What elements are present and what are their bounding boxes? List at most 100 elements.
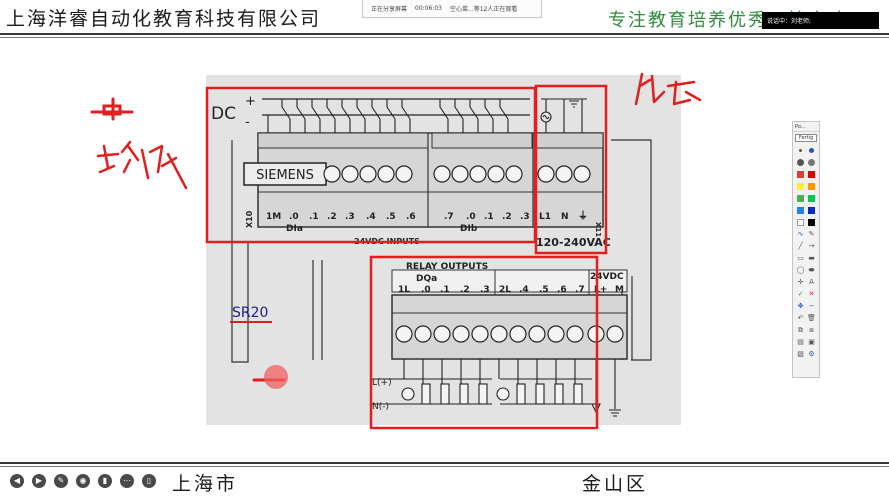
toolbox-colors-5 xyxy=(793,216,819,228)
play-icon[interactable]: ▶ xyxy=(32,474,46,488)
input-term-5: .5 xyxy=(386,212,396,222)
toolbox-tools-1: ∿ ✎ xyxy=(793,228,819,240)
power-term-n: N xyxy=(561,212,569,222)
laser-pointer-icon xyxy=(264,365,288,389)
output-term-2l: 2L xyxy=(499,285,511,295)
back-icon[interactable]: ◀ xyxy=(10,474,24,488)
output-loads xyxy=(372,359,621,417)
color-swatch-red[interactable] xyxy=(797,170,804,178)
color-swatch-orange[interactable] xyxy=(808,182,815,190)
input-term-7: .7 xyxy=(444,212,454,222)
move-icon[interactable]: ✥ xyxy=(797,302,804,310)
color-swatch-white[interactable] xyxy=(797,218,804,226)
pen-icon[interactable]: ✎ xyxy=(54,474,68,488)
out-power-label: 24VDC xyxy=(590,272,624,282)
footer: ◀ ▶ ✎ ◉ ▮ ⋯ ▯ 上海市 金山区 xyxy=(0,462,889,500)
header-divider xyxy=(0,33,889,35)
screen-share-bar[interactable]: 正在分享屏幕 00:06:03 空心菜...等12人正在观看 xyxy=(362,0,542,18)
pen-icon[interactable]: ✎ xyxy=(808,230,815,238)
color-swatch-yellow[interactable] xyxy=(797,182,804,190)
ellipse-icon[interactable]: ◯ xyxy=(796,266,805,274)
toolbox-tools-7: ✥ − xyxy=(793,300,819,312)
open-icon[interactable]: ▤ xyxy=(797,338,804,346)
arrow-icon[interactable]: → xyxy=(808,242,815,250)
line-icon[interactable]: ╱ xyxy=(798,242,803,250)
dib-label: DIb xyxy=(460,224,478,234)
pen-size-xlarge-icon[interactable] xyxy=(808,158,815,166)
copy-icon[interactable]: ⧉ xyxy=(798,325,803,334)
input-term-3: .3 xyxy=(345,212,355,222)
annotation-box-outputs xyxy=(369,255,599,430)
cross-arrows-icon[interactable]: ✛ xyxy=(797,278,804,286)
pen-size-medium-icon[interactable] xyxy=(808,147,814,153)
dqa-label: DQa xyxy=(416,274,437,284)
toolbox-row-size-2 xyxy=(793,156,819,168)
color-swatch-blue[interactable] xyxy=(797,206,804,214)
phone-icon[interactable]: ▯ xyxy=(142,474,156,488)
dc-label: DC xyxy=(211,104,236,124)
image-icon[interactable]: ▨ xyxy=(797,350,804,358)
output-term-lplus: L+ xyxy=(594,285,607,295)
color-swatch-black[interactable] xyxy=(808,218,815,226)
input-term-b3: .3 xyxy=(520,212,530,222)
toolbox-colors-4 xyxy=(793,204,819,216)
more-icon[interactable]: ⋯ xyxy=(120,474,134,488)
rect-icon[interactable]: ▭ xyxy=(797,254,804,262)
wave-pen-icon[interactable]: ∿ xyxy=(797,230,804,238)
toolbox-tools-4: ◯ ⬬ xyxy=(793,264,819,276)
pen-size-large-icon[interactable] xyxy=(797,158,804,166)
output-term-6: .6 xyxy=(557,285,567,295)
nminus-label: N(-) xyxy=(372,402,389,412)
check-icon[interactable]: ✓ xyxy=(797,290,804,298)
color-swatch-bright-green[interactable] xyxy=(808,194,815,202)
video-icon[interactable]: ▮ xyxy=(98,474,112,488)
done-button[interactable]: Fertig xyxy=(795,134,817,142)
annotation-toolbox[interactable]: Po... Fertig ∿ xyxy=(792,121,820,378)
paste-icon[interactable]: ⧈ xyxy=(809,325,814,334)
x11-label: X11 xyxy=(594,222,602,237)
minus-icon[interactable]: − xyxy=(808,302,815,310)
x10-label: X10 xyxy=(245,210,254,228)
speaking-indicator: 说话中：刘老师; xyxy=(762,12,879,29)
settings-icon[interactable]: ⚙ xyxy=(808,350,815,358)
output-term-7: .7 xyxy=(575,285,585,295)
filled-rect-icon[interactable]: ▬ xyxy=(808,254,815,262)
input-term-4: .4 xyxy=(366,212,376,222)
input-block-top-a xyxy=(257,132,429,149)
relay-outputs-label: RELAY OUTPUTS xyxy=(406,262,488,272)
toolbox-tools-6: ✓ ✕ xyxy=(793,288,819,300)
output-term-3: .3 xyxy=(480,285,490,295)
input-term-1: .1 xyxy=(309,212,319,222)
player-controls: ◀ ▶ ✎ ◉ ▮ ⋯ ▯ xyxy=(10,474,156,488)
camera-icon[interactable]: ◉ xyxy=(76,474,90,488)
save-icon[interactable]: ▣ xyxy=(808,338,815,346)
ac-voltage-label: 120-240VAC xyxy=(536,236,611,249)
toolbox-tools-2: ╱ → xyxy=(793,240,819,252)
toolbox-tools-11: ▨ ⚙ xyxy=(793,348,819,360)
toolbox-tools-10: ▤ ▣ xyxy=(793,336,819,348)
input-term-b2: .2 xyxy=(502,212,512,222)
color-swatch-dark-blue[interactable] xyxy=(808,206,815,214)
cross-icon[interactable]: ✕ xyxy=(808,290,815,298)
color-swatch-green[interactable] xyxy=(797,194,804,202)
annotation-box-power xyxy=(534,84,608,255)
undo-icon[interactable]: ↶ xyxy=(797,314,804,322)
toolbox-row-size-1 xyxy=(793,144,819,156)
filled-ellipse-icon[interactable]: ⬬ xyxy=(808,265,815,274)
text-icon[interactable]: A xyxy=(809,278,814,286)
delete-icon[interactable]: 🗑 xyxy=(807,314,816,322)
toolbox-colors-3 xyxy=(793,192,819,204)
pen-size-small-icon[interactable] xyxy=(798,148,802,152)
input-term-b1: .1 xyxy=(484,212,494,222)
dc-minus-label: - xyxy=(245,115,250,130)
dc-plus-label: + xyxy=(245,94,256,109)
share-status: 正在分享屏幕 xyxy=(371,6,408,13)
power-term-l1: L1 xyxy=(539,212,551,222)
output-terminal-block xyxy=(391,294,628,360)
input-term-2: .2 xyxy=(327,212,337,222)
relay-label-strip xyxy=(391,269,628,293)
color-swatch-dark-red[interactable] xyxy=(808,170,815,178)
toolbox-colors-2 xyxy=(793,180,819,192)
footer-divider-thin xyxy=(0,466,889,467)
